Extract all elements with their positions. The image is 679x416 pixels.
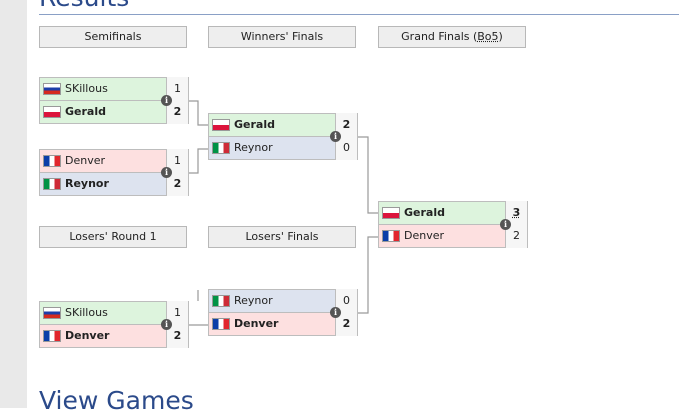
match-info-icon[interactable]: i [330, 131, 341, 142]
player-name: SKillous [65, 306, 108, 319]
france-flag-icon [212, 318, 230, 330]
player-name: SKillous [65, 82, 108, 95]
heading-divider [39, 14, 679, 15]
header-winners-finals: Winners' Finals [208, 26, 356, 48]
player-name: Gerald [404, 206, 445, 219]
player-name: Gerald [234, 118, 275, 131]
poland-flag-icon [382, 207, 400, 219]
italy-flag-icon [212, 142, 230, 154]
player-score: 1 [166, 77, 188, 101]
match-info-icon[interactable]: i [330, 307, 341, 318]
player-name: Reynor [234, 141, 273, 154]
header-semifinals: Semifinals [39, 26, 187, 48]
player-score: 0 [335, 289, 357, 313]
poland-flag-icon [43, 106, 61, 118]
player-score: 2 [335, 312, 357, 336]
player-score: 2 [166, 100, 188, 124]
france-flag-icon [43, 330, 61, 342]
player-name: Reynor [65, 177, 109, 190]
match-winners-finals: Gerald 2 Reynor 0 i [208, 113, 358, 161]
match-losers-round-1: SKillous 1 Denver 2 i [39, 301, 189, 349]
match-grand-finals: Gerald 3 Denver 2 i [378, 201, 528, 249]
italy-flag-icon [43, 178, 61, 190]
france-flag-icon [43, 155, 61, 167]
italy-flag-icon [212, 295, 230, 307]
player-score: 2 [505, 224, 527, 248]
player-score: 0 [335, 136, 357, 160]
player-score: 2 [166, 172, 188, 196]
header-losers-round-1: Losers' Round 1 [39, 226, 187, 248]
player-slot[interactable]: Gerald 2 [208, 113, 358, 137]
player-name: Denver [65, 329, 110, 342]
poland-flag-icon [212, 119, 230, 131]
russia-flag-icon [43, 307, 61, 319]
match-info-icon[interactable]: i [161, 95, 172, 106]
match-semifinal-1: SKillous 1 Gerald 2 i [39, 77, 189, 125]
player-score: 3 [505, 201, 527, 225]
france-flag-icon [382, 230, 400, 242]
best-of-format[interactable]: Bo5 [477, 30, 499, 43]
match-semifinal-2: Denver 1 Reynor 2 i [39, 149, 189, 197]
player-name: Reynor [234, 294, 273, 307]
russia-flag-icon [43, 83, 61, 95]
header-losers-finals: Losers' Finals [208, 226, 356, 248]
results-heading: Results [39, 0, 129, 13]
player-score: 1 [166, 149, 188, 173]
view-games-heading: View Games [39, 386, 194, 415]
player-name: Denver [65, 154, 106, 167]
match-info-icon[interactable]: i [161, 167, 172, 178]
player-score: 2 [335, 113, 357, 137]
player-name: Denver [234, 317, 279, 330]
player-slot[interactable]: Denver 2 [378, 224, 528, 248]
header-grand-finals: Grand Finals (Bo5) [378, 26, 526, 48]
match-info-icon[interactable]: i [500, 219, 511, 230]
match-losers-finals: Reynor 0 Denver 2 i [208, 289, 358, 337]
player-slot[interactable]: Gerald 2 [39, 100, 189, 124]
player-name: Denver [404, 229, 445, 242]
match-info-icon[interactable]: i [161, 319, 172, 330]
player-score: 2 [166, 324, 188, 348]
left-gutter [0, 0, 27, 408]
player-score: 1 [166, 301, 188, 325]
player-name: Gerald [65, 105, 106, 118]
